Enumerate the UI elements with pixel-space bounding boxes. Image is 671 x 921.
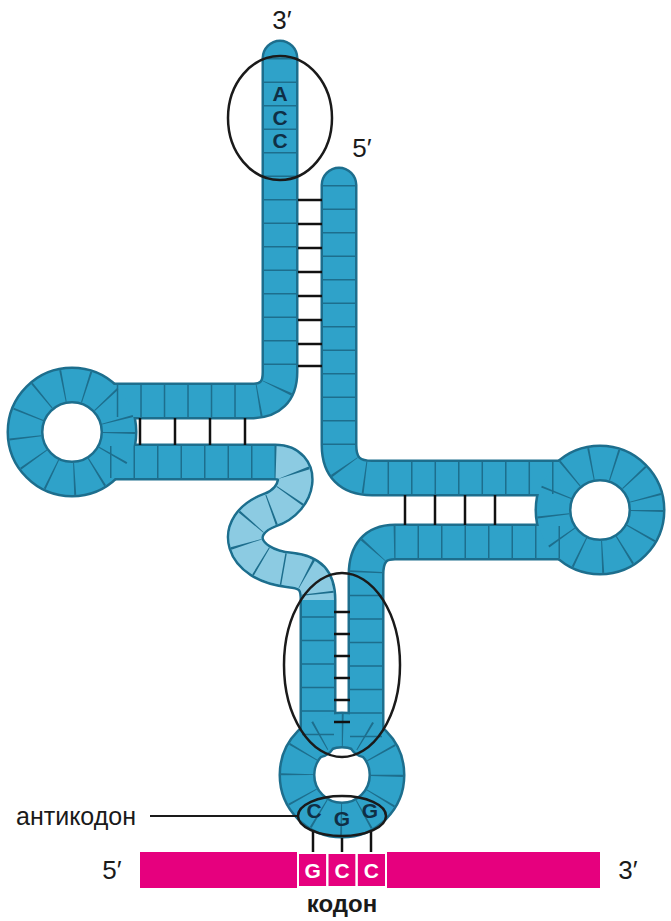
nucleotide-letter: C xyxy=(306,800,321,821)
codon-label: кодон xyxy=(307,892,377,916)
end-label: 5′ xyxy=(352,135,371,161)
end-label: 3′ xyxy=(272,7,291,33)
end-label: 5′ xyxy=(102,857,121,883)
nucleotide-letter: C xyxy=(272,107,287,128)
end-label: 3′ xyxy=(618,857,637,883)
codon-letter: C xyxy=(334,860,349,881)
nucleotide-letter: G xyxy=(334,808,350,829)
nucleotide-letter: A xyxy=(272,83,287,104)
anticodon-label: антикодон xyxy=(16,804,136,829)
codon-letter: C xyxy=(364,860,379,881)
nucleotide-letter: C xyxy=(272,130,287,151)
nucleotide-letter: G xyxy=(362,800,378,821)
codon-letter: G xyxy=(305,860,321,881)
